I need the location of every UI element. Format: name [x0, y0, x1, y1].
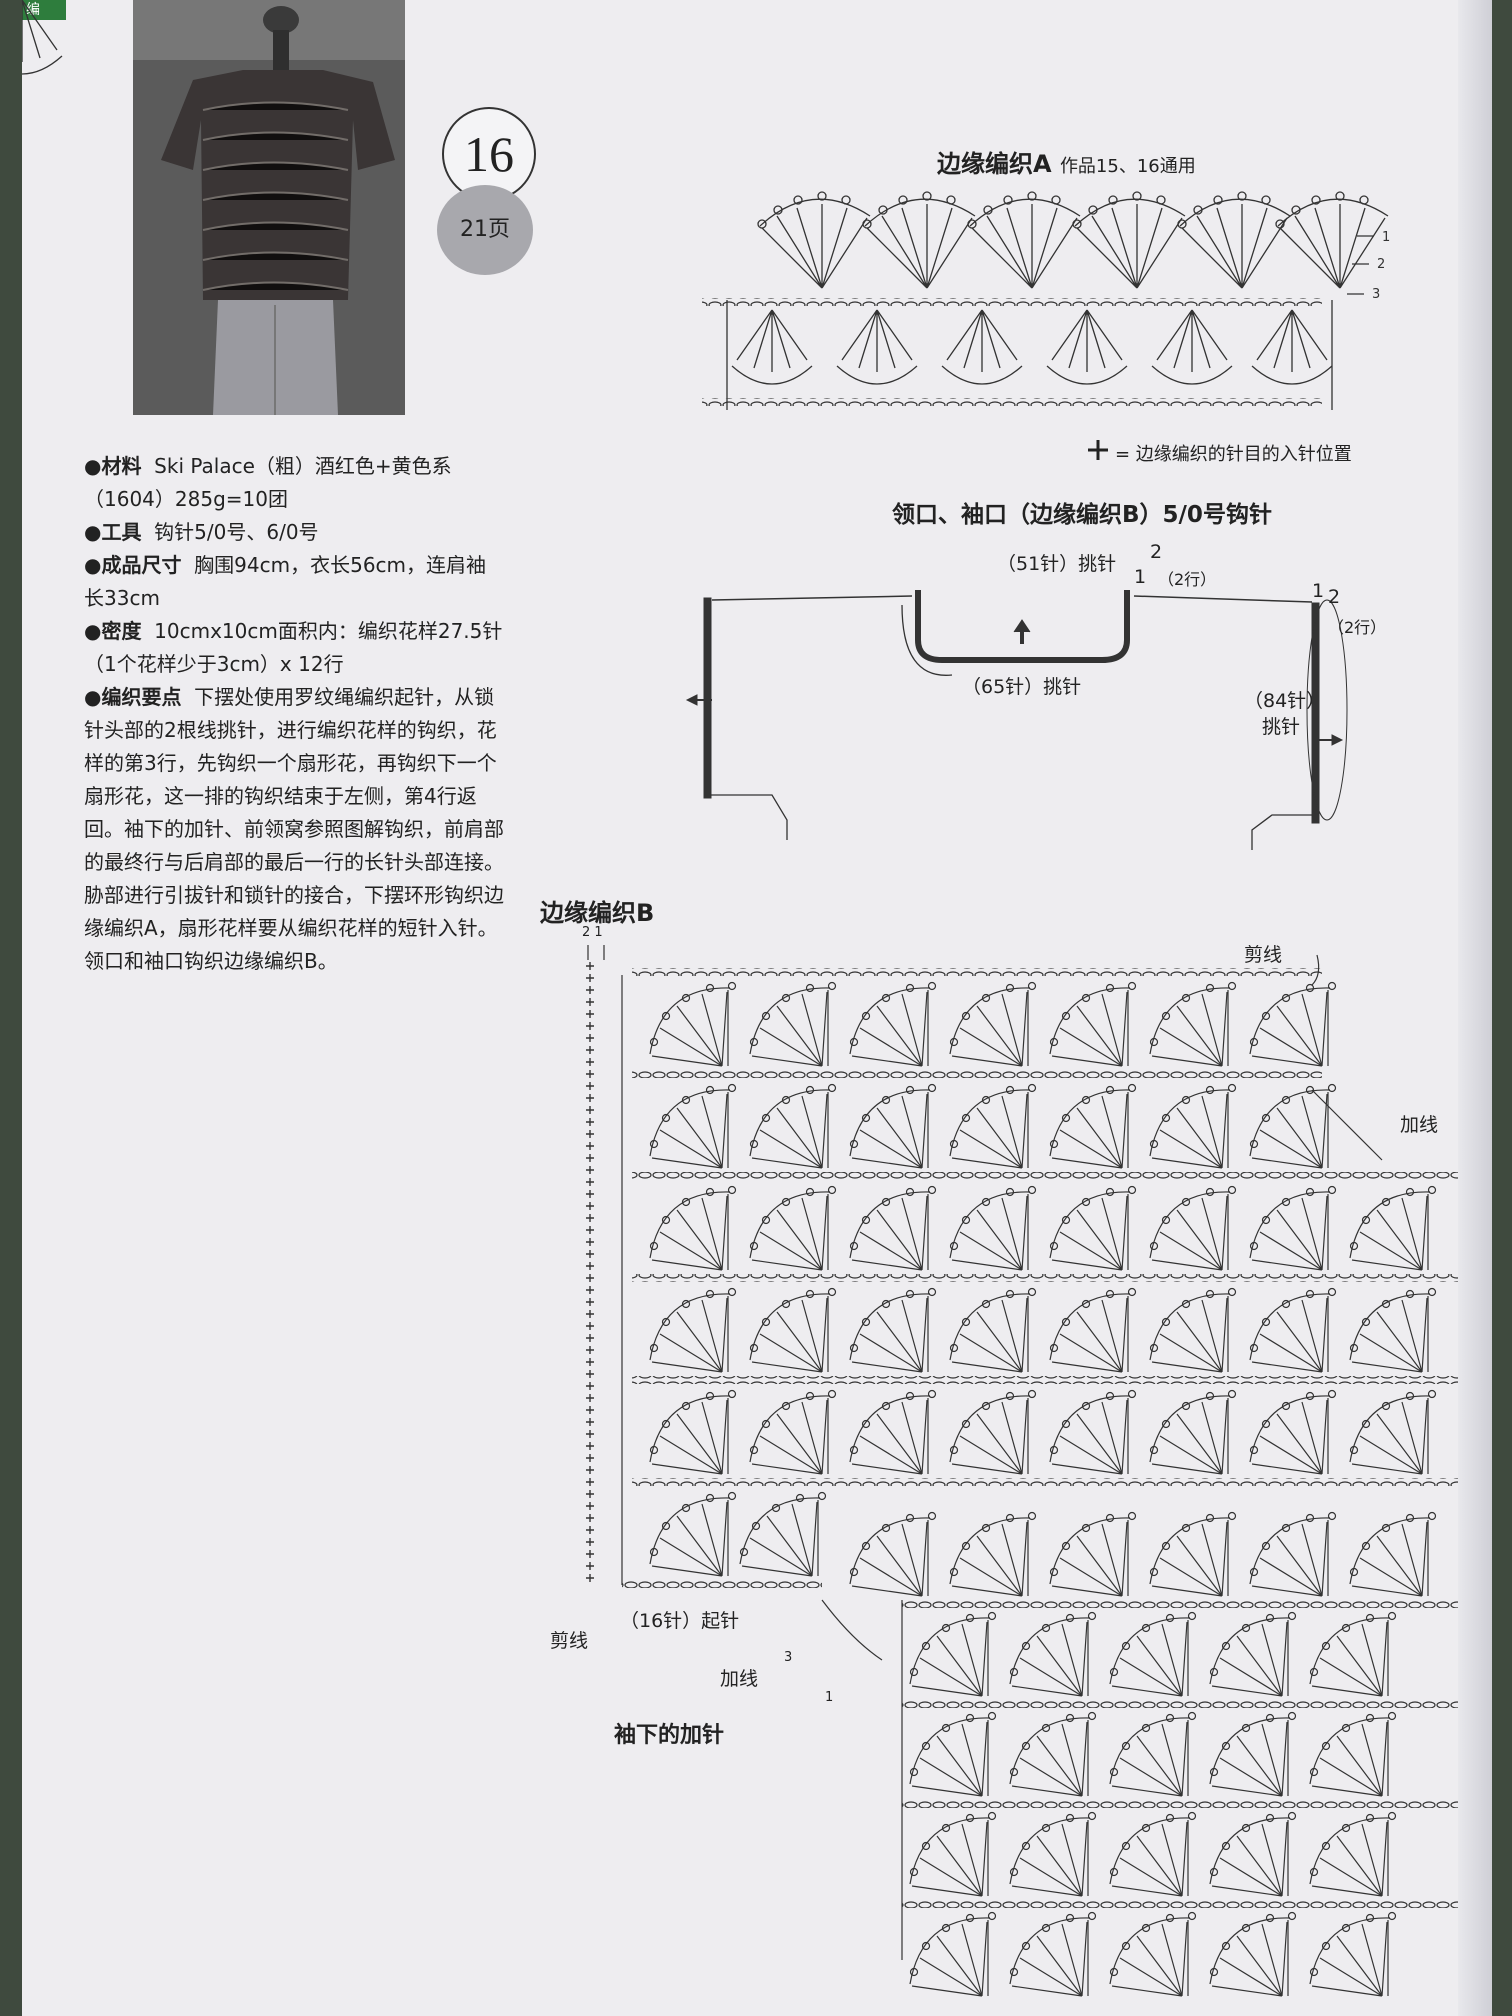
notes-text: 下摆处使用罗纹绳编织起针，从锁针头部的2根线挑针，进行编织花样的钩织，花样的第3…	[84, 685, 504, 973]
size-label: ●成品尺寸	[84, 553, 182, 577]
neck-label-1: 1	[1134, 566, 1147, 588]
edging-a-legend: = 边缘编织的针目的入针位置	[1115, 444, 1352, 465]
notes-line: ●编织要点 下摆处使用罗纹绳编织起针，从锁针头部的2根线挑针，进行编织花样的钩织…	[84, 681, 504, 978]
add-label-bottom: 加线	[720, 1668, 759, 1690]
material-label: ●材料	[84, 454, 142, 478]
instructions-block: ●材料 Ski Palace（粗）酒红色+黄色系（1604）285g=10团 ●…	[84, 450, 504, 978]
book-page: 编 16 21页 ●材料 Ski Palace（粗）酒红色+黄色系（1604）2…	[22, 0, 1492, 2016]
sleeve-increase-title: 袖下的加针	[614, 1723, 725, 1748]
tools-label: ●工具	[84, 520, 142, 544]
garment-photo	[133, 0, 405, 415]
edging-b-chart	[22, 0, 1462, 1997]
size-text: 胸围94cm，衣长56cm，连肩袖长33cm	[84, 553, 487, 610]
edging-b-title: 边缘编织B	[540, 899, 655, 927]
cuff-label-1: 1	[1312, 580, 1325, 602]
page-spine	[1458, 0, 1492, 2016]
neck-label-rows: （2行）	[1158, 570, 1217, 589]
gauge-text: 10cmx10cm面积内：编织花样27.5针（1个花样少于3cm）x 12行	[84, 619, 503, 676]
notes-label: ●编织要点	[84, 685, 182, 709]
cuff-label-rows: （2行）	[1328, 618, 1387, 637]
gauge-label: ●密度	[84, 619, 142, 643]
material-text: Ski Palace（粗）酒红色+黄色系（1604）285g=10团	[84, 454, 452, 511]
cut-label-top: 剪线	[1244, 944, 1283, 966]
material-line: ●材料 Ski Palace（粗）酒红色+黄色系（1604）285g=10团	[84, 450, 504, 516]
neck-label-51: （51针）挑针	[997, 553, 1117, 575]
increase-row-3: 3	[784, 1650, 793, 1665]
edging-a-chart	[22, 0, 1389, 410]
edging-a-subtitle: 作品15、16通用	[1059, 156, 1196, 177]
legend-cross-icon	[1088, 440, 1108, 460]
edging-b-fan-rows	[649, 981, 1437, 1997]
edging-a-row-1: 3	[1372, 287, 1380, 302]
garment-photo-drawing	[133, 0, 405, 415]
gauge-line: ●密度 10cmx10cm面积内：编织花样27.5针（1个花样少于3cm）x 1…	[84, 615, 504, 681]
cut-label-bottom: 剪线	[550, 1630, 589, 1652]
page-reference-badge: 21页	[437, 185, 533, 275]
edging-a-title-text: 边缘编织A	[937, 150, 1052, 178]
tools-line: ●工具 钩针5/0号、6/0号	[84, 516, 504, 549]
cuff-label-84: （84针）	[1244, 690, 1326, 712]
cuff-label-2: 2	[1328, 586, 1341, 608]
neck-cuff-diagram	[685, 590, 1348, 850]
neck-cuff-title: 领口、袖口（边缘编织B）5/0号钩针	[892, 502, 1272, 528]
neck-label-65: （65针）挑针	[962, 676, 1082, 698]
edging-a-row-3: 1	[1382, 230, 1390, 245]
tools-text: 钩针5/0号、6/0号	[154, 520, 319, 544]
increase-row-1: 1	[825, 1690, 834, 1705]
edging-a-title: 边缘编织A 作品15、16通用	[937, 144, 1196, 179]
cuff-label-pickup: 挑针	[1262, 716, 1301, 738]
edging-b-row-marks: 2 1	[582, 925, 603, 940]
edging-a-row-2: 2	[1377, 257, 1385, 272]
add-label-right: 加线	[1400, 1114, 1439, 1136]
size-line: ●成品尺寸 胸围94cm，衣长56cm，连肩袖长33cm	[84, 549, 504, 615]
neck-label-2: 2	[1150, 541, 1163, 563]
crochet-charts: 1 2 3	[22, 0, 1462, 1997]
chain-start-label: （16针）起针	[620, 1610, 740, 1632]
pattern-number: 16	[442, 107, 536, 201]
